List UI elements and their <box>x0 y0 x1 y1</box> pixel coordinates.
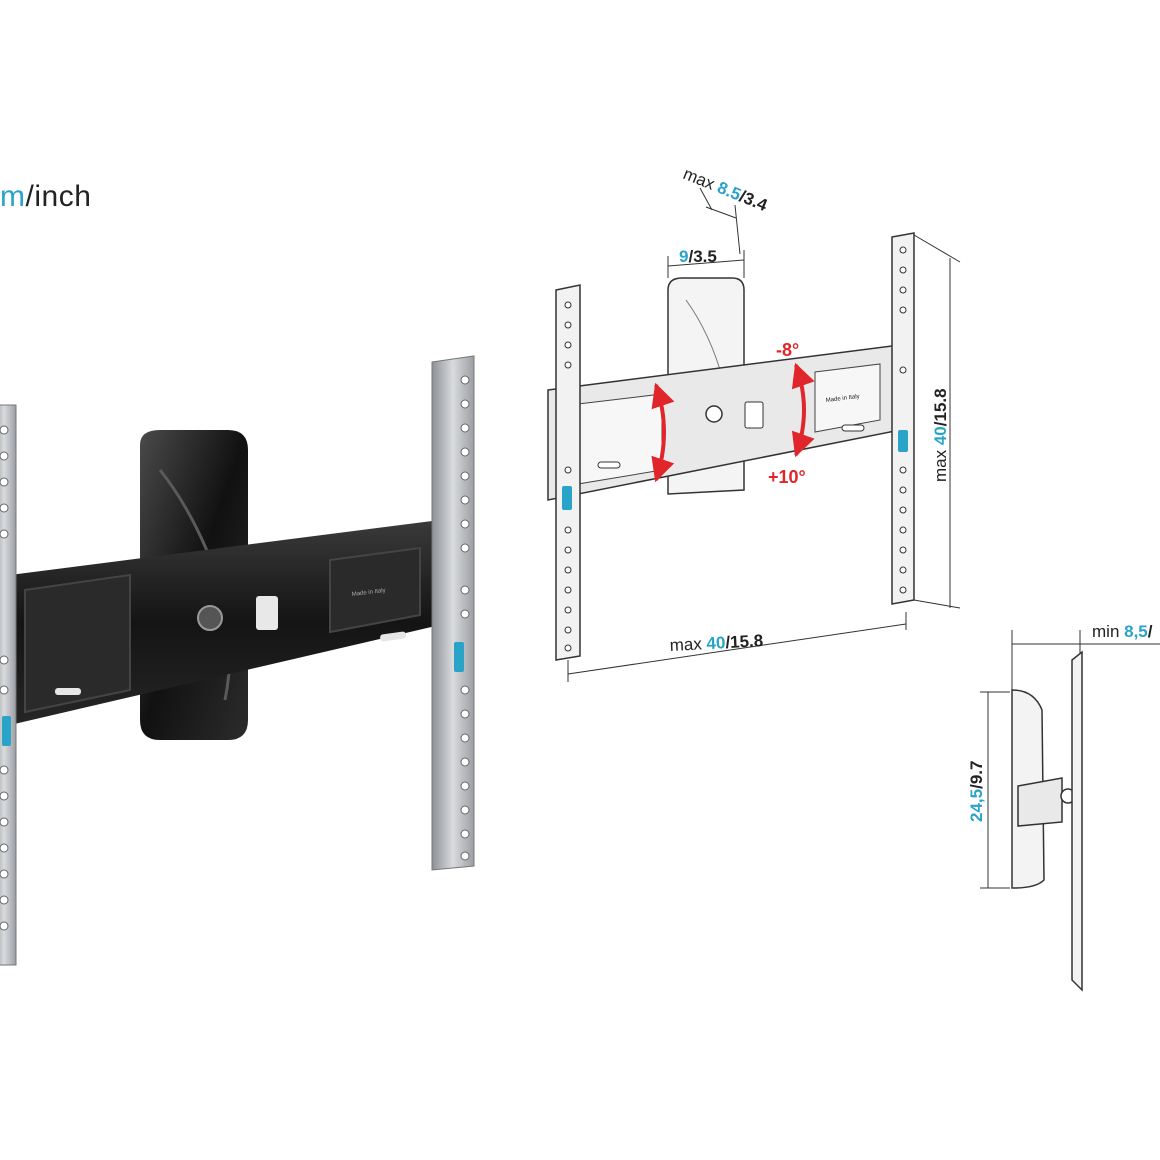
plate-height-label: 24,5/9.7 <box>967 761 986 822</box>
width-prefix: max <box>669 634 707 655</box>
height-prefix: max <box>931 445 950 482</box>
height-imperial: 15.8 <box>931 388 950 421</box>
min-depth-prefix: min <box>1092 622 1124 641</box>
photo-plate-text: Made in Italy <box>352 588 387 598</box>
tilt-arrow-left <box>651 382 675 483</box>
width-metric: 40 <box>706 633 726 653</box>
arm-width-label: 9/3.5 <box>679 247 717 266</box>
unit-imperial: inch <box>34 180 92 213</box>
min-depth-sep: / <box>1148 622 1153 641</box>
bracket-photo: Made in Italy <box>0 355 475 966</box>
width-sep: / <box>725 633 731 652</box>
front-view-drawing: Made in Italy -8° +10° <box>547 164 961 682</box>
tilt-down-label: +10° <box>768 467 806 487</box>
width-imperial: 15.8 <box>730 631 764 652</box>
arm-width-metric: 9 <box>679 247 688 266</box>
plate-height-sep: / <box>967 784 986 789</box>
front-plate-text: Made in Italy <box>826 394 861 404</box>
height-sep: / <box>931 421 950 426</box>
unit-label: m/inch <box>0 180 91 214</box>
tilt-arrow-right <box>791 362 815 458</box>
plate-height-metric: 24,5 <box>967 789 986 822</box>
min-depth-metric: 8,5 <box>1124 622 1148 641</box>
height-metric: 40 <box>931 426 950 445</box>
top-depth-label: max 8.5/3.4 <box>681 164 771 215</box>
side-view-drawing: min 8,5/ 24,5/9.7 <box>967 622 1160 992</box>
unit-sep: / <box>25 180 35 213</box>
top-depth-sep: / <box>737 187 749 206</box>
photo-rail-left <box>0 404 17 966</box>
plate-height-imperial: 9.7 <box>967 761 986 785</box>
photo-lock-knob <box>197 605 223 631</box>
tilt-up-label: -8° <box>776 340 799 360</box>
min-depth-label: min 8,5/ <box>1092 622 1153 641</box>
arm-width-sep: / <box>688 247 693 266</box>
arm-width-imperial: 3.5 <box>693 247 717 266</box>
side-tv-rail <box>1071 650 1083 992</box>
unit-metric: m <box>0 180 26 213</box>
side-arm-block <box>1017 777 1063 827</box>
width-label: max 40/15.8 <box>669 631 763 655</box>
height-label: max 40/15.8 <box>931 388 950 482</box>
